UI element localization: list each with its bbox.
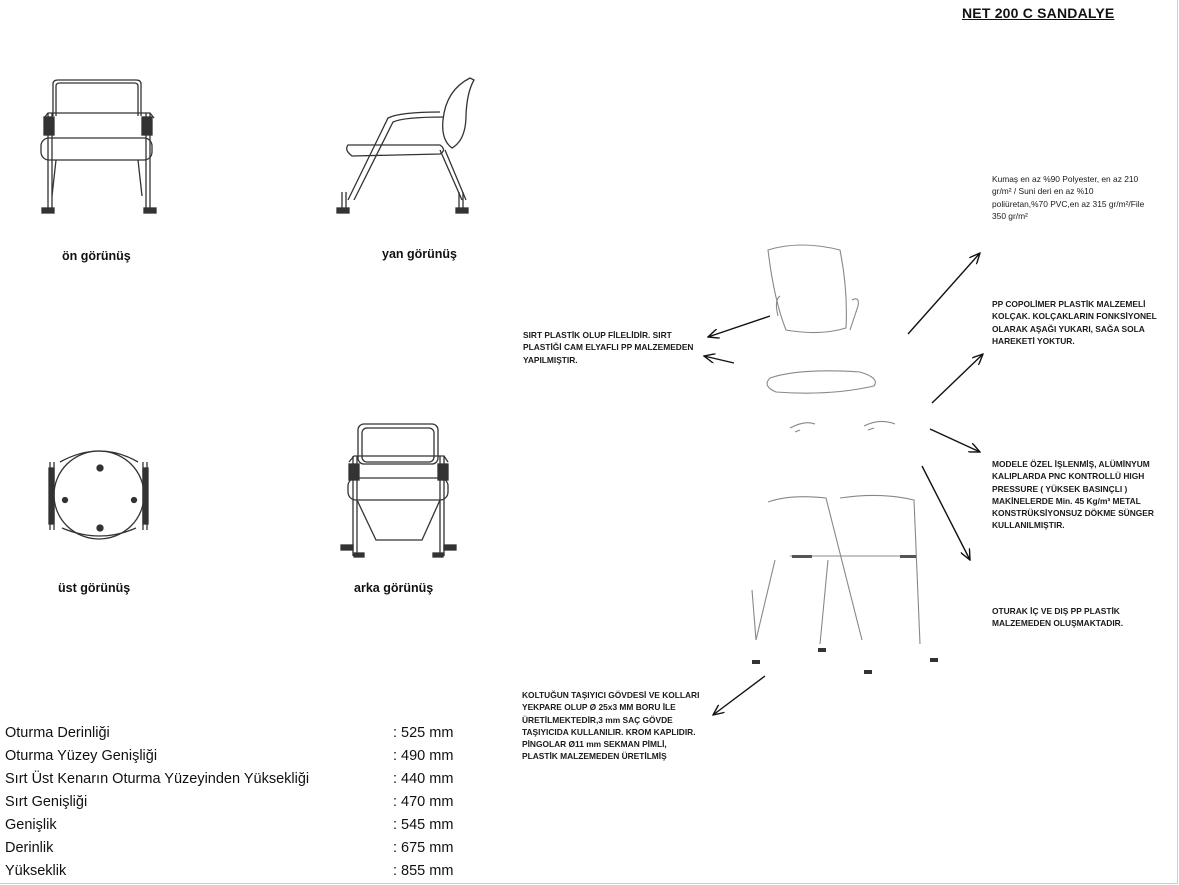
fabric-note: Kumaş en az %90 Polyester, en az 210 gr/…	[992, 174, 1145, 221]
top-view-label: üst görünüş	[58, 581, 131, 595]
spec-row: Yükseklik : 855 mm	[5, 860, 475, 883]
spec-value: : 545 mm	[393, 817, 454, 833]
spec-label: Derinlik	[5, 840, 54, 856]
armrest-note: PP COPOLİMER PLASTİK MALZEMELİ KOLÇAK. K…	[992, 299, 1157, 346]
spec-value: : 855 mm	[393, 863, 454, 879]
backrest-note: SIRT PLASTİK OLUP FİLELİDİR. SIRT PLASTİ…	[523, 330, 694, 365]
spec-value: : 675 mm	[393, 840, 454, 856]
spec-value: : 440 mm	[393, 771, 454, 787]
spec-label: Genişlik	[5, 817, 57, 833]
back-view-drawing	[340, 423, 457, 558]
spec-label: Sırt Üst Kenarın Oturma Yüzeyinden Yükse…	[5, 771, 310, 787]
back-view-label: arka görünüş	[354, 581, 434, 595]
spec-row: Sırt Genişliği : 470 mm	[5, 791, 475, 814]
spec-row: Sırt Üst Kenarın Oturma Yüzeyinden Yükse…	[5, 768, 475, 791]
exploded-view-drawing	[751, 244, 921, 645]
spec-label: Sırt Genişliği	[5, 794, 88, 810]
spec-label: Oturma Yüzey Genişliği	[5, 748, 158, 764]
spec-table: Oturma Derinliği : 525 mm Oturma Yüzey G…	[5, 722, 475, 883]
spec-label: Yükseklik	[5, 863, 67, 879]
spec-value: : 490 mm	[393, 748, 454, 764]
spec-row: Derinlik : 675 mm	[5, 837, 475, 860]
spec-row: Oturma Derinliği : 525 mm	[5, 722, 475, 745]
front-view-drawing	[40, 79, 157, 214]
top-view-drawing	[48, 450, 149, 540]
side-view-label: yan görünüş	[382, 247, 458, 261]
seat-note: OTURAK İÇ VE DIŞ PP PLASTİK MALZEMEDEN O…	[992, 606, 1124, 629]
spec-label: Oturma Derinliği	[5, 725, 110, 741]
front-view-label: ön görünüş	[62, 249, 131, 263]
frame-note: KOLTUĞUN TAŞIYICI GÖVDESİ VE KOLLARI YEK…	[522, 690, 700, 762]
spec-row: Genişlik : 545 mm	[5, 814, 475, 837]
spec-value: : 470 mm	[393, 794, 454, 810]
spec-row: Oturma Yüzey Genişliği : 490 mm	[5, 745, 475, 768]
spec-value: : 525 mm	[393, 725, 454, 741]
callout-arrows	[704, 253, 983, 715]
side-view-drawing	[336, 77, 475, 214]
page-title: NET 200 C SANDALYE	[962, 5, 1115, 21]
foam-note: MODELE ÖZEL İŞLENMİŞ, ALÜMİNYUM KALIPLAR…	[992, 459, 1154, 531]
